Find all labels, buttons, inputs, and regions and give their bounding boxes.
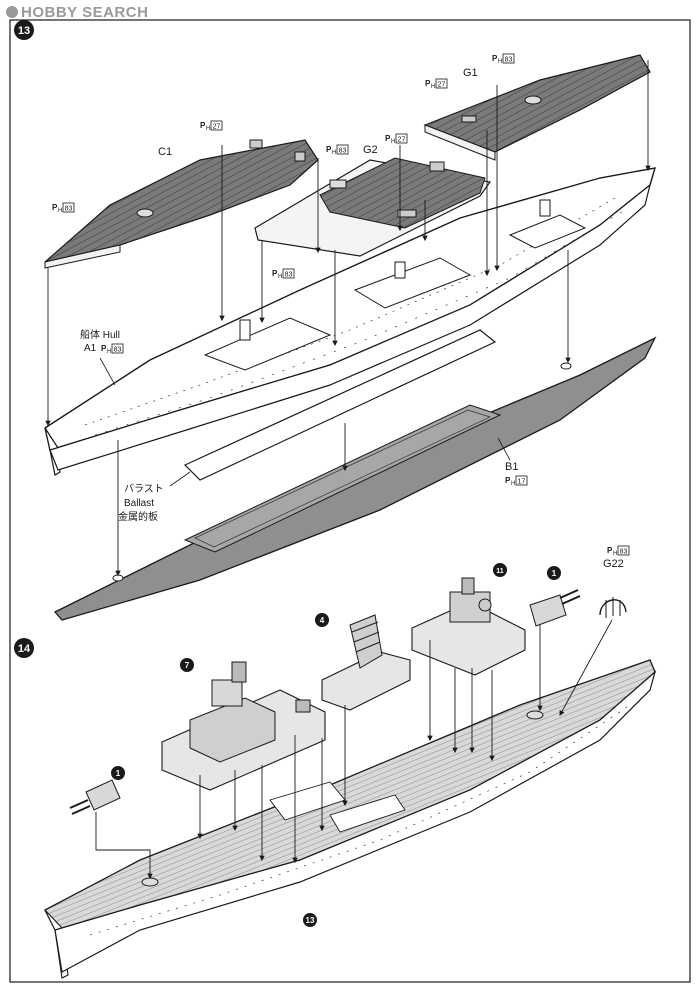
- ph-sub: H: [391, 139, 395, 145]
- step-13-number: 13: [18, 25, 30, 37]
- label-ballast-en: Ballast: [124, 498, 154, 509]
- forward-turret: [69, 779, 121, 815]
- part-ref-b1: P H 17: [505, 475, 528, 487]
- leader-hull: [99, 357, 116, 386]
- ph-letter: P: [505, 476, 511, 485]
- logo-icon: [6, 6, 18, 18]
- lower-hull-b1: [53, 336, 657, 621]
- hull-part-a1: [44, 167, 656, 476]
- ph-number: 83: [339, 148, 347, 155]
- part-g22: [599, 597, 627, 618]
- part-ref-g1-left: P H 27: [425, 78, 448, 90]
- callout-7: 7: [180, 658, 194, 672]
- ph-sub: H: [107, 349, 111, 355]
- page-frame: [9, 19, 691, 983]
- aft-superstructure: [411, 577, 526, 676]
- ph-letter: P: [385, 134, 391, 143]
- ph-sub: H: [431, 84, 435, 90]
- label-ballast-cn: 金属的板: [118, 510, 158, 523]
- callout-1-fwd: 1: [111, 766, 125, 780]
- step-14-badge: 14: [14, 638, 34, 658]
- ph-number: 27: [213, 124, 221, 131]
- callout-11: 11: [493, 563, 507, 577]
- callout-7-number: 7: [185, 661, 190, 670]
- ph-letter: P: [272, 269, 278, 278]
- part-ref-g2-top-left: P H 83: [326, 144, 349, 156]
- part-ref-g1-right: P H 83: [492, 53, 515, 65]
- ph-number: 83: [65, 206, 73, 213]
- deck-part-g2: [254, 157, 492, 257]
- ph-letter: P: [101, 344, 107, 353]
- part-ref-g22: P H 83: [607, 545, 630, 557]
- ph-sub: H: [511, 481, 515, 487]
- aft-turret: [529, 589, 581, 627]
- watermark: HOBBY SEARCH: [6, 4, 148, 21]
- label-c1: C1: [158, 146, 172, 158]
- ph-sub: H: [498, 59, 502, 65]
- label-b1: B1: [505, 461, 518, 473]
- ph-number: 27: [438, 82, 446, 89]
- ph-letter: P: [326, 145, 332, 154]
- ph-letter: P: [425, 79, 431, 88]
- part-ref-c1-left: P H 83: [52, 202, 75, 214]
- ph-number: 83: [620, 549, 628, 556]
- callout-11-number: 11: [496, 568, 504, 575]
- funnel-assembly: [321, 614, 411, 711]
- callout-4-number: 4: [320, 616, 325, 625]
- callout-4: 4: [315, 613, 329, 627]
- ph-number: 27: [398, 137, 406, 144]
- ph-sub: H: [206, 126, 210, 132]
- watermark-text: HOBBY SEARCH: [21, 4, 149, 21]
- label-hull: 船体 Hull: [80, 328, 120, 341]
- ph-number: 83: [285, 272, 293, 279]
- step-14-number: 14: [18, 643, 31, 655]
- assembled-hull-step14: [44, 659, 657, 979]
- callout-13-number: 13: [306, 916, 315, 925]
- ph-letter: P: [200, 121, 206, 130]
- callout-13-bottom: 13: [303, 913, 317, 927]
- label-hull-part: A1: [84, 343, 97, 354]
- part-ref-g2-top-right: P H 27: [385, 133, 408, 145]
- callout-1-aft-number: 1: [552, 569, 557, 578]
- callout-1-aft: 1: [547, 566, 561, 580]
- leader-b1: [497, 437, 511, 461]
- part-ref-hull: P H 83: [101, 343, 124, 355]
- part-ref-c1-top: P H 27: [200, 120, 223, 132]
- part-ref-g2-bottom: P H 83: [272, 268, 295, 280]
- ph-letter: P: [492, 54, 498, 63]
- callout-1-fwd-number: 1: [116, 769, 121, 778]
- label-g1: G1: [463, 67, 478, 79]
- ph-letter: P: [607, 546, 613, 555]
- ph-sub: H: [278, 274, 282, 280]
- deck-part-c1: [44, 139, 319, 269]
- ph-sub: H: [58, 208, 62, 214]
- ballast-plate: [183, 329, 497, 481]
- ph-letter: P: [52, 203, 58, 212]
- ph-sub: H: [332, 150, 336, 156]
- label-g22: G22: [603, 558, 624, 570]
- ph-number: 83: [505, 57, 513, 64]
- leader-ballast: [169, 471, 191, 487]
- label-g2: G2: [363, 144, 378, 156]
- step-13-badge: 13: [14, 20, 34, 40]
- deck-part-g1: [423, 54, 651, 161]
- bridge-assembly: [161, 661, 326, 791]
- step-14-arrows: [95, 619, 613, 880]
- step-13-arrows: [45, 60, 651, 577]
- ph-number: 17: [518, 479, 526, 486]
- ph-number: 83: [114, 347, 122, 354]
- label-ballast-jp: バラスト: [124, 483, 164, 495]
- ph-sub: H: [613, 551, 617, 557]
